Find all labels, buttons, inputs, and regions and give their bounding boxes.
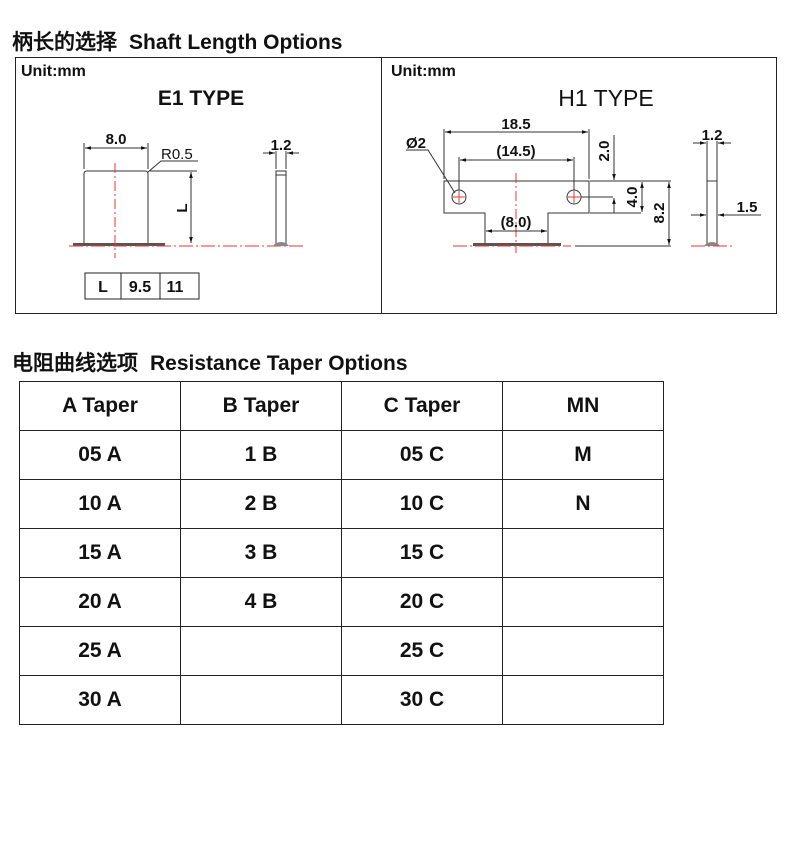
title-en: Resistance Taper Options: [150, 352, 408, 375]
e1-drawing: Unit:mm E1 TYPE 8.0 R0.5 L 1.2 L: [21, 63, 306, 300]
table-cell: [502, 577, 664, 627]
length-table-label: L: [98, 279, 108, 296]
panel-divider: [381, 58, 382, 313]
title-cn: 电阻曲线选项: [12, 352, 138, 375]
table-cell: 15 C: [341, 528, 503, 578]
table-cell: 10 C: [341, 479, 503, 529]
table-cell: 30 A: [19, 675, 181, 725]
e1-width-dim: 8.0: [106, 131, 127, 148]
table-header-row: A Taper B Taper C Taper MN: [19, 381, 664, 431]
drawing-canvas: Unit:mm E1 TYPE 8.0 R0.5 L 1.2 L: [21, 63, 761, 300]
table-cell: 20 C: [341, 577, 503, 627]
header-cell: MN: [502, 381, 664, 431]
table-cell: M: [502, 430, 664, 480]
table-cell: [180, 626, 342, 676]
e1-unit: Unit:mm: [21, 63, 86, 80]
e1-type: E1 TYPE: [158, 87, 244, 110]
table-cell: 05 A: [19, 430, 181, 480]
e1-radius-dim: R0.5: [161, 146, 193, 163]
h1-plate-height-dim: 4.0: [624, 187, 641, 208]
h1-tab-width-dim: (8.0): [501, 214, 532, 231]
table-cell: N: [502, 479, 664, 529]
h1-type: H1 TYPE: [558, 85, 653, 111]
h1-side-dim: 1.5: [737, 199, 758, 216]
header-cell: C Taper: [341, 381, 503, 431]
h1-hole-dia-dim: Ø2: [406, 135, 426, 152]
table-row: 30 A 30 C: [19, 675, 664, 725]
table-cell: 20 A: [19, 577, 181, 627]
table-cell: 10 A: [19, 479, 181, 529]
length-table-value: 9.5: [129, 279, 151, 296]
table-cell: 1 B: [180, 430, 342, 480]
h1-top-offset-dim: 2.0: [596, 141, 613, 162]
e1-length-table: L 9.5 11: [84, 272, 200, 300]
h1-unit: Unit:mm: [391, 63, 456, 80]
table-cell: 25 C: [341, 626, 503, 676]
e1-thickness-dim: 1.2: [271, 137, 292, 154]
header-cell: B Taper: [180, 381, 342, 431]
table-cell: 2 B: [180, 479, 342, 529]
table-row: 25 A 25 C: [19, 626, 664, 676]
title-en: Shaft Length Options: [129, 31, 343, 54]
h1-overall-width-dim: 18.5: [501, 116, 530, 133]
table-cell: [502, 626, 664, 676]
h1-drawing: Unit:mm H1 TYPE 18.5 (14.5) Ø2 2.0: [391, 63, 761, 253]
table-cell: 30 C: [341, 675, 503, 725]
table-cell: 25 A: [19, 626, 181, 676]
shaft-length-title: 柄长的选择 Shaft Length Options: [12, 26, 354, 56]
table-cell: [502, 675, 664, 725]
taper-title: 电阻曲线选项 Resistance Taper Options: [12, 347, 420, 377]
h1-thickness-dim: 1.2: [702, 127, 723, 144]
h1-total-height-dim: 8.2: [651, 203, 668, 224]
h1-hole-spacing-dim: (14.5): [496, 143, 535, 160]
table-cell: 05 C: [341, 430, 503, 480]
e1-length-dim: L: [174, 203, 191, 212]
table-cell: 15 A: [19, 528, 181, 578]
length-table-value: 11: [167, 279, 184, 296]
title-cn: 柄长的选择: [12, 31, 117, 54]
table-cell: 3 B: [180, 528, 342, 578]
table-cell: [502, 528, 664, 578]
table-cell: 4 B: [180, 577, 342, 627]
header-cell: A Taper: [19, 381, 181, 431]
shaft-drawings: Unit:mm E1 TYPE 8.0 R0.5 L 1.2 L: [15, 57, 777, 314]
table-cell: [180, 675, 342, 725]
